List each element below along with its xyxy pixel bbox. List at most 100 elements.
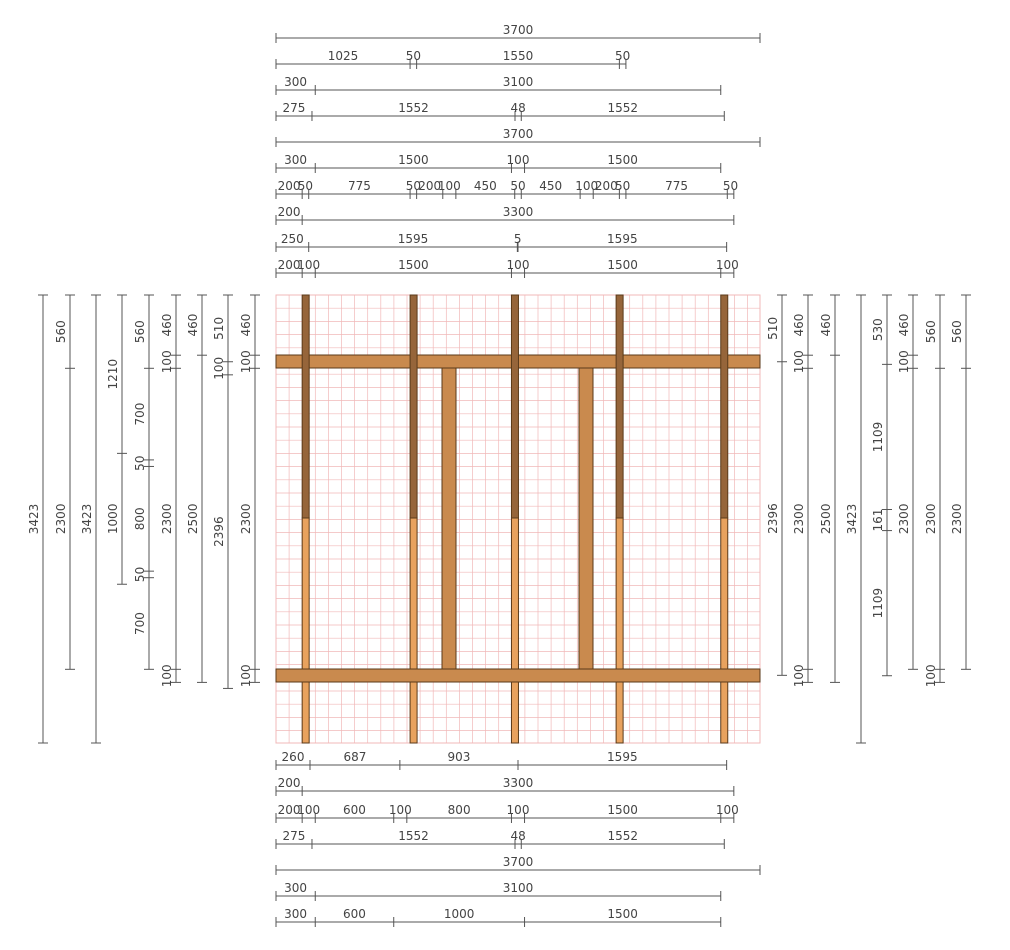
bottom-beam (275, 668, 761, 683)
right-dimension-6-label: 2300 (897, 504, 911, 535)
top-dimension-3-label: 300 (284, 75, 307, 89)
top-dimension-2-label: 1550 (503, 49, 534, 63)
bottom-dimension-3-label: 600 (343, 803, 366, 817)
left-dimension-5-label: 50 (133, 456, 147, 471)
bottom-dimension-3-label: 200 (278, 803, 301, 817)
top-dimension-7-label: 775 (348, 179, 371, 193)
top-dimension-7-label: 50 (298, 179, 313, 193)
left-dimension-8-label: 510 (212, 317, 226, 340)
bottom-dimension-4-label: 1552 (398, 829, 429, 843)
top-dimension-7-label: 50 (615, 179, 630, 193)
top-dimension-7-label: 50 (406, 179, 421, 193)
left-dimension-6-label: 460 (160, 314, 174, 337)
post-lower (409, 517, 418, 744)
top-dimension-7-label: 450 (539, 179, 562, 193)
right-dimension-1-label: 2396 (766, 503, 780, 534)
bottom-dimension-3-label: 100 (507, 803, 530, 817)
top-dimension-7-label: 200 (278, 179, 301, 193)
top-dimension-7-label: 50 (510, 179, 525, 193)
bottom-dimension-3-label: 800 (448, 803, 471, 817)
top-dimension-6-label: 1500 (398, 153, 429, 167)
left-dimension-7-label: 460 (186, 314, 200, 337)
post-lower (615, 517, 624, 744)
left-dimension-9-label: 460 (239, 314, 253, 337)
top-dimension-6-label: 1500 (607, 153, 638, 167)
right-dimension-8-label: 560 (950, 320, 964, 343)
bottom-dimension-7-label: 600 (343, 907, 366, 921)
top-dimension-6-label: 100 (507, 153, 530, 167)
post-lower (510, 517, 519, 744)
top-dimension-9-label: 1595 (607, 232, 638, 246)
bottom-dimension-4-label: 1552 (608, 829, 639, 843)
left-dimension-4-label: 1210 (106, 359, 120, 390)
top-dimension-2-label: 50 (406, 49, 421, 63)
top-dimension-2-label: 50 (615, 49, 630, 63)
right-dimension-3-label: 460 (819, 314, 833, 337)
right-dimension-2-label: 100 (792, 350, 806, 373)
right-dimension-4-label: 3423 (845, 504, 859, 535)
left-dimension-2-label: 560 (54, 320, 68, 343)
top-dimension-10-label: 200 (278, 258, 301, 272)
post-upper (510, 294, 519, 519)
top-dimension-7-label: 100 (438, 179, 461, 193)
bottom-dimension-3-label: 100 (716, 803, 739, 817)
left-dimension-3-label: 3423 (80, 504, 94, 535)
bottom-dimension-2-label: 200 (278, 776, 301, 790)
bottom-dimension-3-label: 100 (297, 803, 320, 817)
top-dimension-10-label: 1500 (607, 258, 638, 272)
top-dimension-7-label: 450 (474, 179, 497, 193)
top-dimension-7-label: 50 (723, 179, 738, 193)
bottom-dimension-6-label: 3100 (503, 881, 534, 895)
right-dimension-2-label: 100 (792, 664, 806, 687)
post-upper (301, 294, 310, 519)
top-dimension-7-label: 775 (665, 179, 688, 193)
left-dimension-6-label: 2300 (160, 504, 174, 535)
top-dimension-9-label: 250 (281, 232, 304, 246)
right-dimension-8-label: 2300 (950, 504, 964, 535)
bottom-dimension-1-label: 1595 (607, 750, 638, 764)
left-dimension-1-label: 3423 (27, 504, 41, 535)
top-dimension-2-label: 1025 (328, 49, 359, 63)
top-dimension-9-label: 5 (514, 232, 522, 246)
top-dimension-10-label: 100 (297, 258, 320, 272)
stud-right (578, 367, 594, 670)
bottom-dimension-6-label: 300 (284, 881, 307, 895)
bottom-dimension-2-label: 3300 (503, 776, 534, 790)
bottom-dimension-1-label: 687 (343, 750, 366, 764)
right-dimension-7-label: 100 (924, 664, 938, 687)
left-dimension-9-label: 2300 (239, 504, 253, 535)
right-dimension-7-label: 560 (924, 320, 938, 343)
top-dimension-5-label: 3700 (503, 127, 534, 141)
right-dimension-6-label: 100 (897, 350, 911, 373)
bottom-dimension-4-label: 275 (283, 829, 306, 843)
right-dimension-5-label: 1109 (871, 422, 885, 453)
bottom-dimension-3-label: 1500 (607, 803, 638, 817)
left-dimension-9-label: 100 (239, 350, 253, 373)
top-dimension-10-label: 100 (507, 258, 530, 272)
top-dimension-9-label: 1595 (398, 232, 429, 246)
right-dimension-5-label: 530 (871, 318, 885, 341)
top-dimension-3-label: 3100 (503, 75, 534, 89)
right-dimension-5-label: 1109 (871, 588, 885, 619)
left-dimension-4-label: 1000 (106, 504, 120, 535)
stud-left (441, 367, 457, 670)
top-dimension-4-label: 1552 (608, 101, 639, 115)
left-dimension-5-label: 700 (133, 612, 147, 635)
post-lower (720, 517, 729, 744)
right-dimension-1-label: 510 (766, 317, 780, 340)
bottom-dimension-7-label: 300 (284, 907, 307, 921)
bottom-dimension-7-label: 1000 (444, 907, 475, 921)
right-dimension-2-label: 460 (792, 314, 806, 337)
bottom-dimension-1-label: 260 (282, 750, 305, 764)
top-dimension-4-label: 275 (283, 101, 306, 115)
bottom-dimension-5-label: 3700 (503, 855, 534, 869)
post-upper (409, 294, 418, 519)
right-dimension-6-label: 460 (897, 314, 911, 337)
top-dimension-4-label: 1552 (398, 101, 429, 115)
bottom-dimension-3-label: 100 (389, 803, 412, 817)
left-dimension-8-label: 100 (212, 357, 226, 380)
top-dimension-6-label: 300 (284, 153, 307, 167)
left-dimension-6-label: 100 (160, 350, 174, 373)
